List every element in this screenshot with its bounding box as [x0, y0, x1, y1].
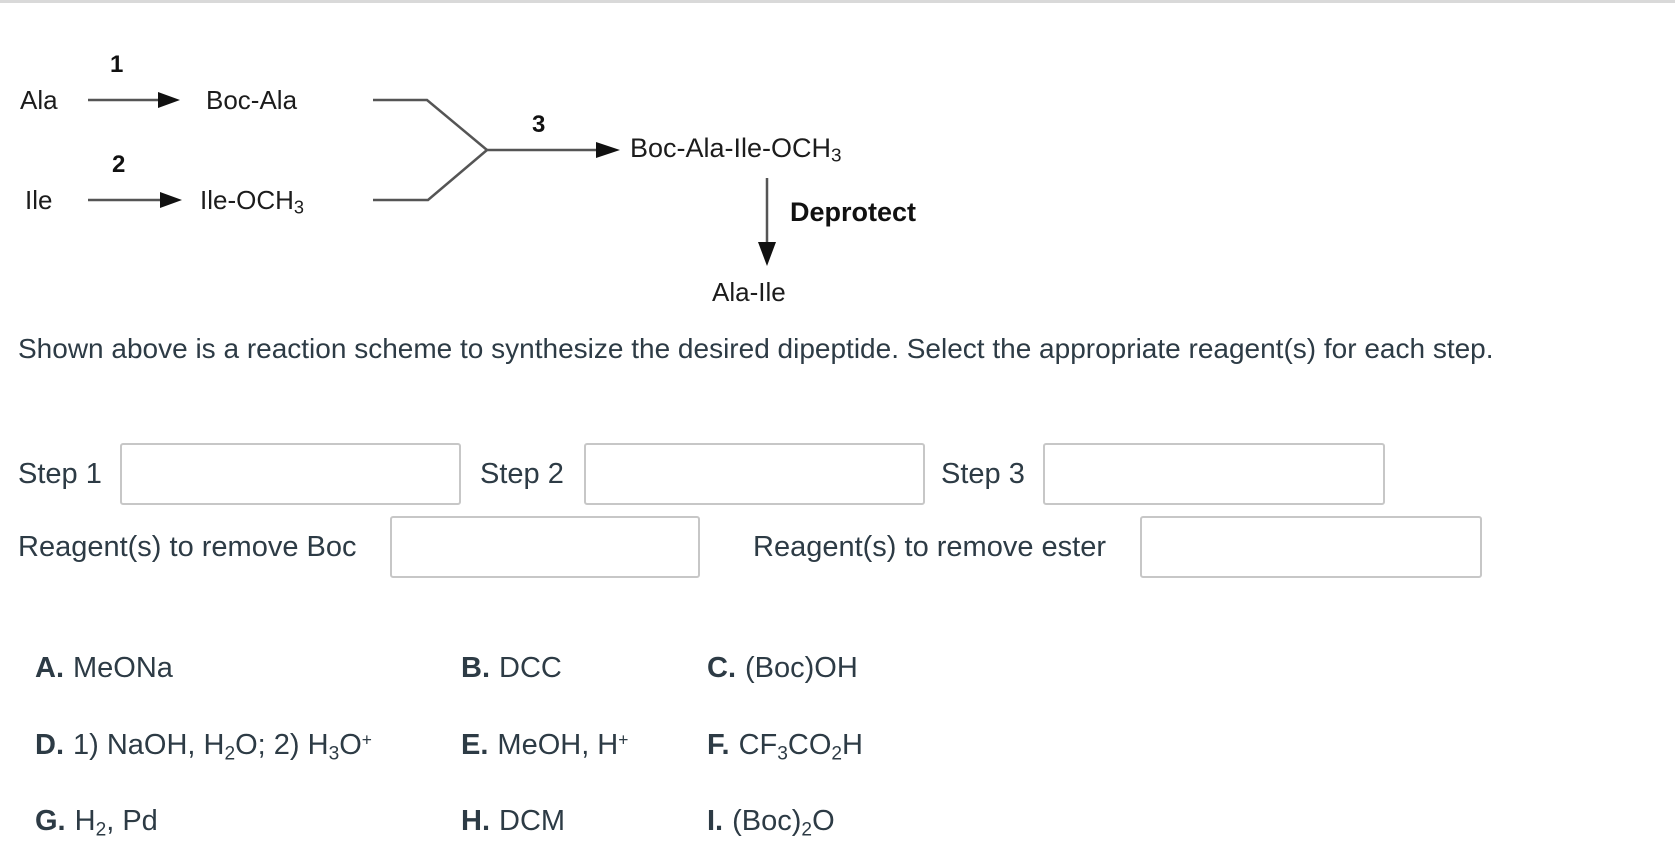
- remove-ester-label: Reagent(s) to remove ester: [753, 531, 1106, 563]
- option-d-letter: D.: [35, 729, 64, 761]
- option-e-letter: E.: [461, 729, 489, 761]
- remove-ester-input[interactable]: [1140, 516, 1482, 578]
- option-h-text: DCM: [499, 805, 566, 837]
- option-h: H. DCM: [461, 807, 565, 836]
- option-c-letter: C.: [707, 652, 736, 684]
- step-3-input[interactable]: [1043, 443, 1385, 505]
- step-2-input[interactable]: [584, 443, 925, 505]
- product-boc-ala: Boc-Ala: [206, 85, 298, 115]
- option-a-text: MeONa: [73, 652, 173, 684]
- step-1-input[interactable]: [120, 443, 461, 505]
- option-f-letter: F.: [707, 729, 730, 761]
- option-b-letter: B.: [461, 652, 490, 684]
- option-g-letter: G.: [35, 805, 66, 837]
- option-c: C. (Boc)OH: [707, 654, 858, 683]
- deprotect-arrowhead-icon: [758, 242, 776, 266]
- deprotect-label: Deprotect: [790, 197, 917, 227]
- product-ile-ester: Ile-OCH3: [200, 185, 305, 218]
- option-h-letter: H.: [461, 805, 490, 837]
- step3-arrowhead-icon: [596, 142, 620, 158]
- step-1-label: Step 1: [18, 458, 102, 490]
- option-e: E.MeOH, H+: [461, 731, 628, 760]
- connector-bottom: [373, 149, 488, 202]
- step2-number: 2: [112, 151, 126, 178]
- option-b: B. DCC: [461, 654, 562, 683]
- option-d-text: 1) NaOH, H2O; 2) H3O+: [73, 729, 372, 765]
- remove-boc-input[interactable]: [390, 516, 700, 578]
- option-b-text: DCC: [499, 652, 562, 684]
- step-2-label: Step 2: [480, 458, 564, 490]
- remove-boc-label: Reagent(s) to remove Boc: [18, 531, 357, 563]
- option-i-letter: I.: [707, 805, 724, 837]
- option-a-letter: A.: [35, 652, 64, 684]
- step-3-label: Step 3: [941, 458, 1025, 490]
- step1-number: 1: [110, 51, 124, 78]
- option-c-text: (Boc)OH: [745, 652, 858, 684]
- option-e-text: MeOH, H+: [497, 729, 629, 761]
- step1-arrowhead-icon: [158, 92, 180, 108]
- option-g-text: H2, Pd: [74, 805, 158, 841]
- reaction-scheme: Ala 1 Boc-Ala Ile 2 Ile-OCH3 3 Boc-Ala-I…: [0, 0, 1675, 320]
- option-i: I.(Boc)2O: [707, 805, 835, 841]
- reactant-ile: Ile: [25, 185, 53, 215]
- reaction-scheme-graphics: [88, 92, 776, 266]
- final-product-ala-ile: Ala-Ile: [712, 277, 786, 307]
- step3-number: 3: [532, 111, 546, 138]
- reactant-ala: Ala: [20, 85, 58, 115]
- option-a: A. MeONa: [35, 654, 173, 683]
- option-i-text: (Boc)2O: [732, 805, 835, 841]
- step2-arrowhead-icon: [160, 192, 182, 208]
- option-f-text: CF3CO2H: [738, 729, 863, 765]
- option-g: G.H2, Pd: [35, 805, 158, 841]
- option-f: F.CF3CO2H: [707, 729, 863, 765]
- coupled-dipeptide: Boc-Ala-Ile-OCH3: [630, 133, 842, 167]
- question-text: Shown above is a reaction scheme to synt…: [18, 333, 1494, 364]
- connector-top: [373, 98, 488, 151]
- top-divider: [0, 0, 1675, 3]
- option-d: D. 1) NaOH, H2O; 2) H3O+: [35, 729, 372, 765]
